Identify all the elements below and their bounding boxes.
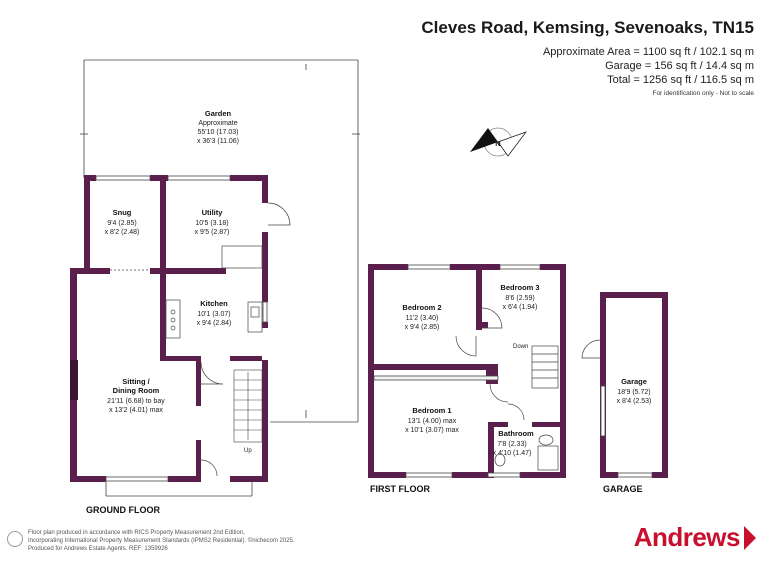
footer-line-1: Floor plan produced in accordance with R… [28, 530, 245, 536]
footer-line-3: Produced for Andrews Estate Agents. REF:… [28, 546, 168, 552]
room-bathroom: Bathroom 7'8 (2.33) x 4'10 (1.47) [493, 429, 534, 457]
garden-line-2: 55'10 (17.03) [197, 129, 238, 136]
garden-name: Garden [205, 109, 232, 118]
room-garden: Garden Approximate 55'10 (17.03) x 36'3 … [197, 109, 239, 145]
kitchen-fittings [165, 245, 263, 339]
garage-line-1: 18'9 (5.72) [617, 389, 650, 396]
compass-letter: N [495, 139, 500, 148]
room-kitchen: Kitchen 10'1 (3.07) x 9'4 (2.84) [197, 299, 232, 327]
page-title: Cleves Road, Kemsing, Sevenoaks, TN15 [421, 18, 754, 37]
bedroom1-name: Bedroom 1 [412, 406, 451, 415]
garage-name: Garage [621, 377, 647, 386]
first-floor-label: FIRST FLOOR [370, 484, 430, 494]
bedroom3-name: Bedroom 3 [500, 283, 539, 292]
first-floor-windows [373, 264, 541, 478]
first-floor-walls [368, 264, 566, 478]
bedroom2-line-1: 11'2 (3.40) [406, 315, 439, 322]
front-porch [105, 482, 253, 497]
garage-floor-label: GARAGE [603, 484, 643, 494]
room-sitting-dining: Sitting / Dining Room 21'11 (6.68) to ba… [107, 377, 165, 414]
bedroom1-line-2: x 10'1 (3.07) max [405, 427, 459, 434]
ground-floor-walls [70, 175, 268, 482]
bedroom3-line-2: x 6'4 (1.94) [503, 304, 538, 311]
bathroom-line-2: x 4'10 (1.47) [493, 450, 532, 457]
bedroom2-name: Bedroom 2 [402, 303, 441, 312]
first-floor-fixtures [455, 307, 559, 471]
room-bedroom-1: Bedroom 1 13'1 (4.00) max x 10'1 (3.07) … [405, 406, 459, 434]
garden-line-1: Approximate [198, 120, 237, 127]
garage-walls [600, 292, 668, 478]
bedroom2-line-2: x 9'4 (2.85) [405, 324, 440, 331]
snug-line-2: x 8'2 (2.48) [105, 229, 140, 236]
total-area: Total = 1256 sq ft / 116.5 sq m [607, 74, 754, 86]
compass-icon: N [470, 127, 527, 157]
kitchen-name: Kitchen [200, 299, 228, 308]
kitchen-line-1: 10'1 (3.07) [197, 311, 230, 318]
bathroom-name: Bathroom [498, 429, 534, 438]
utility-line-2: x 9'5 (2.87) [195, 229, 230, 236]
snug-name: Snug [113, 208, 132, 217]
disclaimer: For identification only - Not to scale [652, 90, 754, 97]
footer-line-2: Incorporating International Property Mea… [28, 538, 295, 544]
bathroom-line-1: 7'8 (2.33) [497, 441, 526, 448]
kitchen-line-2: x 9'4 (2.84) [197, 320, 232, 327]
garage-line-2: x 8'4 (2.53) [617, 398, 652, 405]
ground-floor-windows [95, 175, 268, 482]
room-snug: Snug 9'4 (2.85) x 8'2 (2.48) [105, 208, 140, 236]
garage-fixtures [581, 339, 653, 478]
sitting-name-2: Dining Room [113, 386, 160, 395]
brand-logo: Andrews [633, 522, 741, 552]
approximate-area: Approximate Area = 1100 sq ft / 102.1 sq… [542, 46, 754, 58]
utility-name: Utility [202, 208, 224, 217]
ground-floor-doors [110, 202, 291, 477]
garden-boundary [80, 59, 360, 423]
sitting-line-1: 21'11 (6.68) to bay [107, 398, 165, 405]
utility-line-1: 10'5 (3.18) [195, 220, 228, 227]
snug-line-1: 9'4 (2.85) [107, 220, 136, 227]
room-bedroom-2: Bedroom 2 11'2 (3.40) x 9'4 (2.85) [402, 303, 441, 331]
stairs-up-label: Up [244, 448, 252, 454]
sitting-line-2: x 13'2 (4.01) max [109, 407, 163, 414]
bedroom3-line-1: 8'6 (2.59) [505, 295, 534, 302]
garage-area: Garage = 156 sq ft / 14.4 sq m [605, 60, 754, 72]
room-garage: Garage 18'9 (5.72) x 8'4 (2.53) [617, 377, 652, 405]
room-bedroom-3: Bedroom 3 8'6 (2.59) x 6'4 (1.94) [500, 283, 539, 311]
rics-logo-icon [7, 531, 23, 547]
ground-floor-stairs [233, 369, 263, 443]
sitting-name: Sitting / [122, 377, 150, 386]
footer-notes: Floor plan produced in accordance with R… [28, 529, 295, 553]
room-utility: Utility 10'5 (3.18) x 9'5 (2.87) [195, 208, 230, 236]
stairs-down-label: Down [513, 344, 528, 350]
bedroom1-line-1: 13'1 (4.00) max [408, 418, 457, 425]
ground-floor-label: GROUND FLOOR [86, 505, 160, 515]
brand-arrow-icon [744, 526, 756, 550]
garden-line-3: x 36'3 (11.06) [197, 138, 239, 145]
